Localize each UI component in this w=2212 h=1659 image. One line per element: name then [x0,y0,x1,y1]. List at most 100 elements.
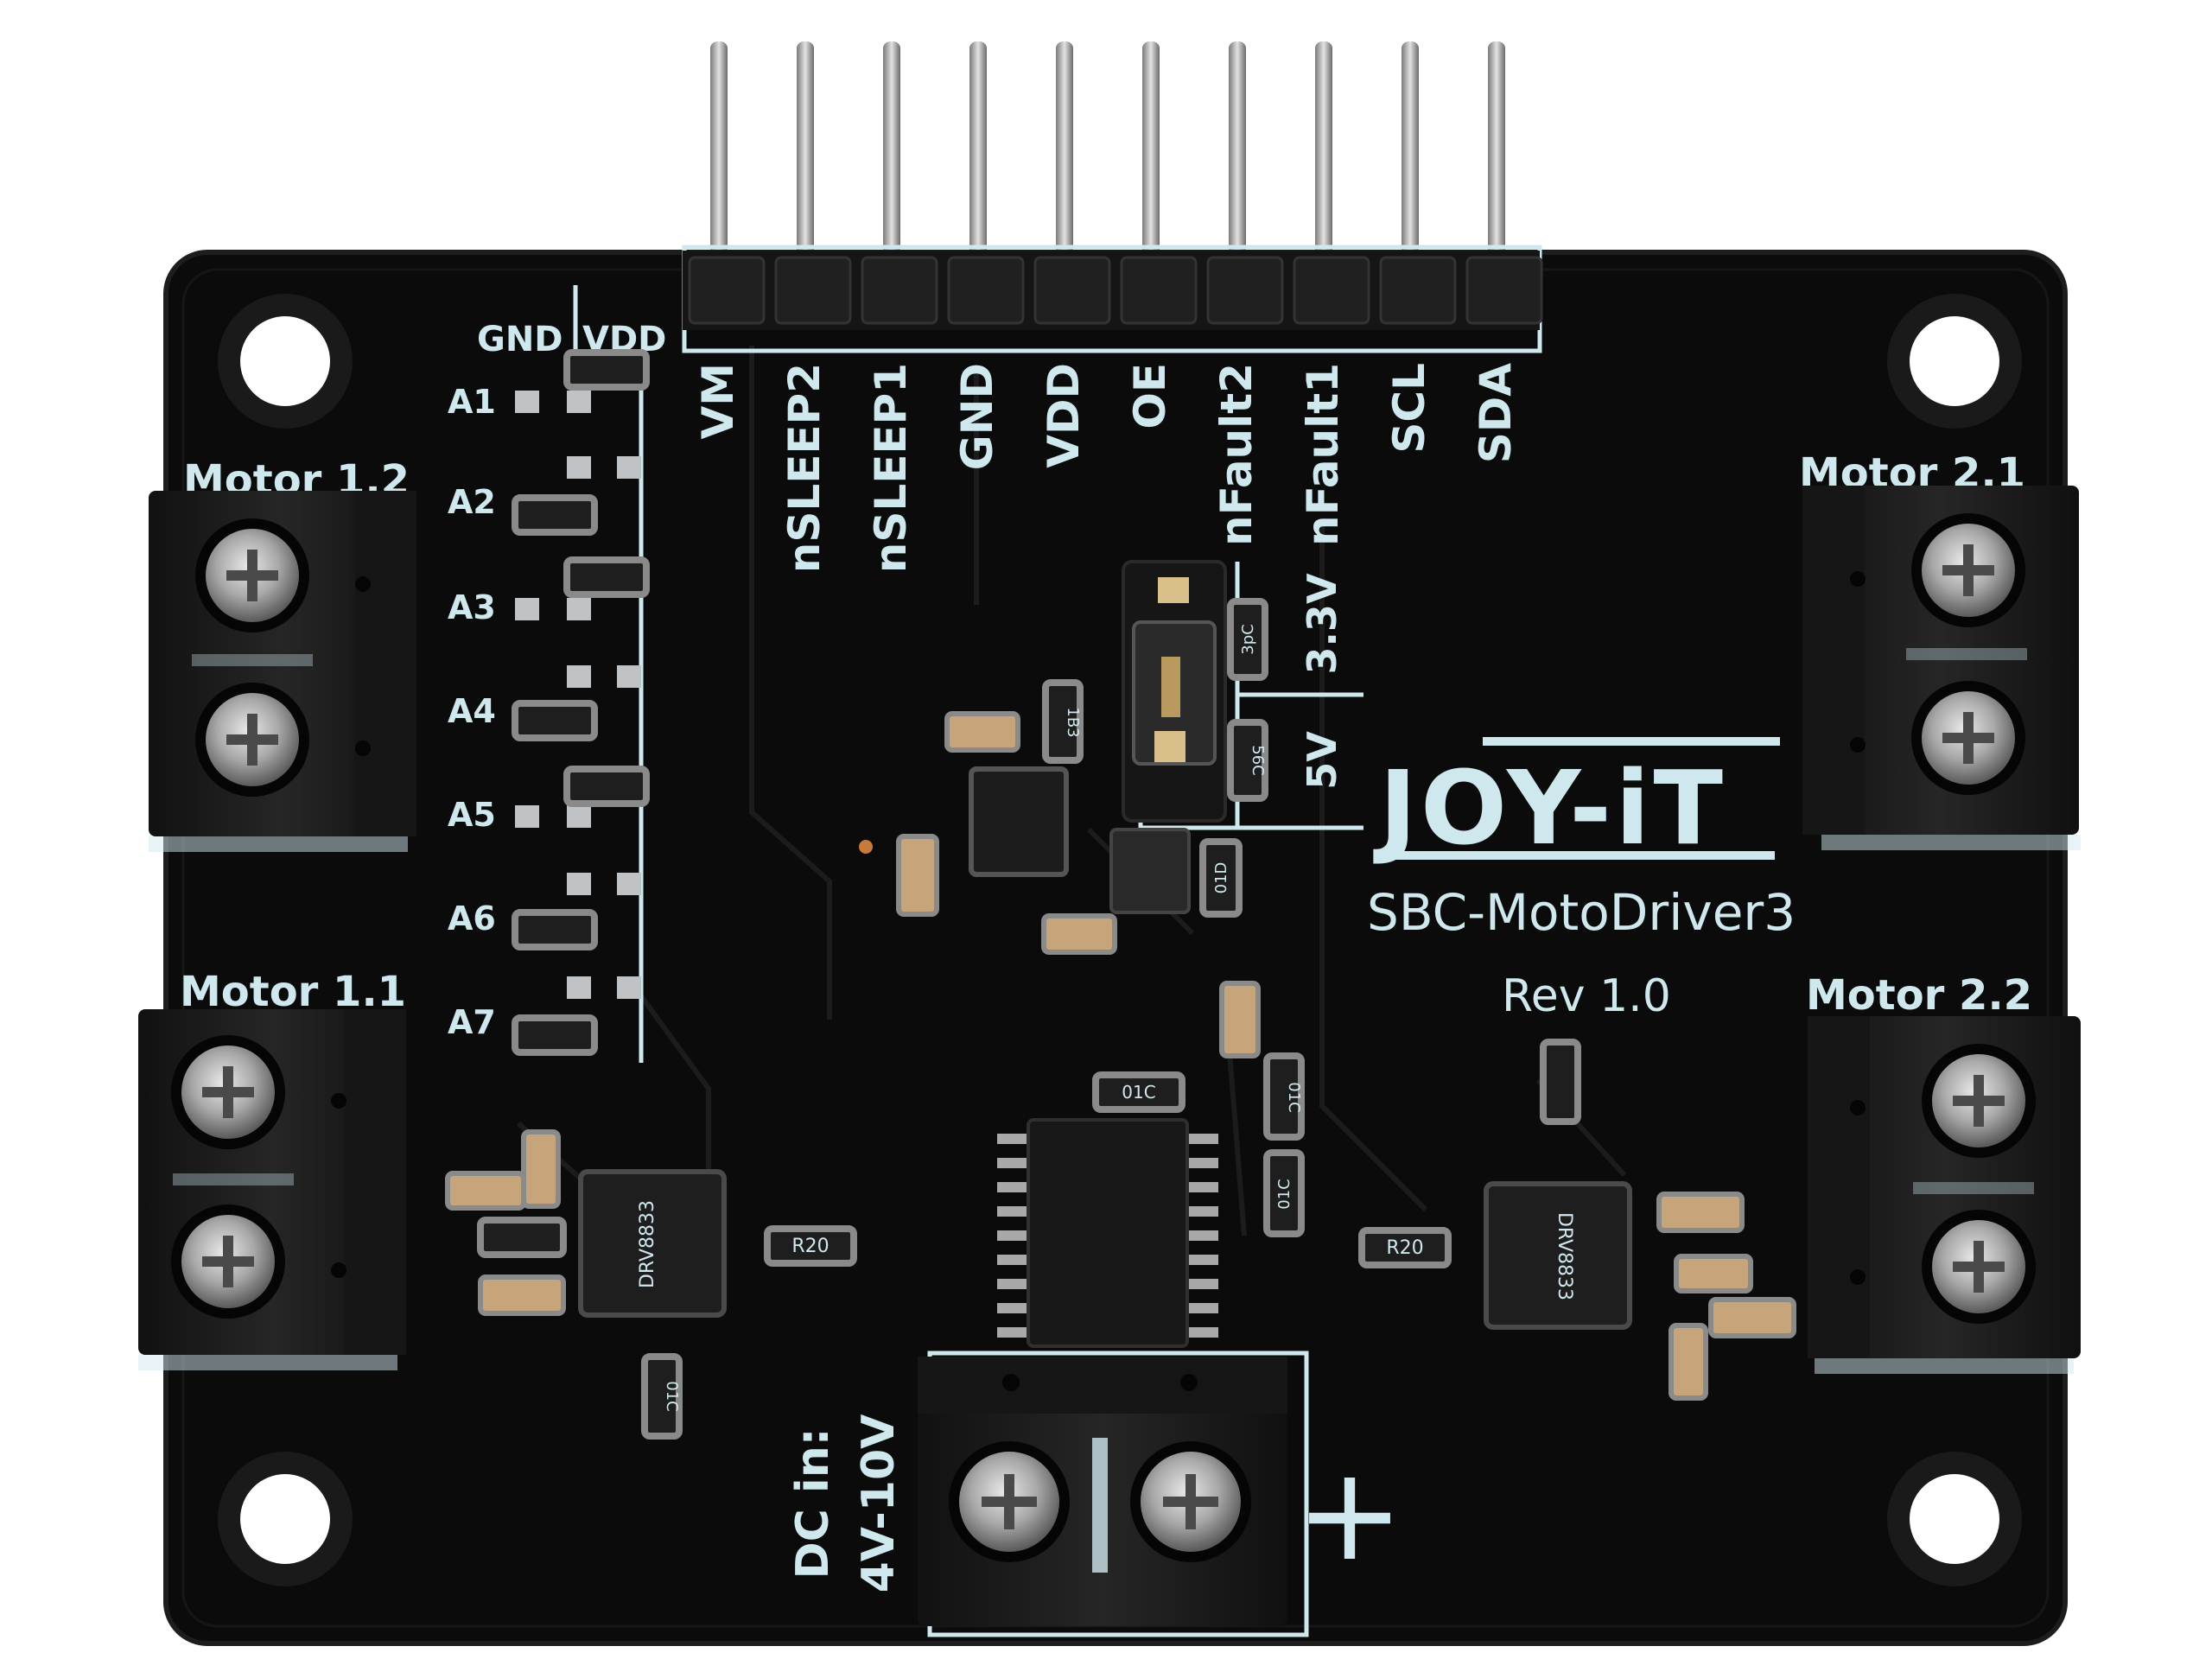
resistor-label-01c-b: 01C [1285,1082,1303,1112]
solder-pad [617,665,641,688]
address-jumpers: GND VDD A1 A2 A3 A4 A5 A6 A7 [448,285,666,1063]
pin-label-nsleep1: nSLEEP1 [866,363,916,573]
regulator-chip [1109,828,1191,914]
address-a2: A2 [448,483,496,521]
address-a3: A3 [448,588,496,626]
pin-socket [947,256,1025,325]
smd-capacitor [1219,981,1261,1058]
terminal-motor-1-2 [149,491,416,852]
smd-capacitor [478,1274,566,1316]
pin [1142,41,1160,275]
smd-resistor [563,766,650,807]
pin-label-vm: VM [693,363,743,439]
pin-label-scl: SCL [1384,363,1434,454]
smd-capacitor [1708,1297,1796,1338]
smd-capacitor [1656,1192,1745,1233]
resistor-label-56c: 56C [1249,745,1267,775]
pin-socket [1120,256,1198,325]
smd-resistor [1092,1071,1185,1113]
solder-pad [515,598,539,620]
power-label-line1: DC in: [787,1427,839,1579]
pin [1229,41,1246,275]
pin-label-gnd: GND [952,363,1002,470]
tssop-chip [1027,1118,1189,1348]
pwm-controller-chip: 01C 01C 01C [997,981,1305,1348]
smd-resistor [1227,598,1268,681]
motor-driver-right: R20 DRV8833 [1358,1039,1796,1401]
solder-pad [567,805,591,828]
resistor-label-01d: 01D [1212,862,1230,894]
pin [1488,41,1505,275]
board-revision: Rev 1.0 [1502,970,1671,1022]
solder-pad [567,391,591,413]
mounting-hole [240,316,330,406]
smd-resistor [563,349,650,391]
pin-socket [1293,256,1370,325]
mounting-holes [218,294,2022,1586]
motor-driver-left: DRV8833 R20 01C [445,1129,857,1440]
solder-pad [617,976,641,999]
address-a4: A4 [448,692,496,730]
power-label-line2: 4V-10V [853,1414,905,1593]
pin-socket [1379,256,1457,325]
smd-resistor [641,1353,683,1440]
address-a5: A5 [448,796,496,834]
smd-resistor [1263,1149,1305,1237]
regulator-area: 1B3 01D [859,679,1243,955]
solder-pad [515,805,539,828]
smd-resistor [1540,1039,1581,1125]
solder-pad [567,873,591,895]
smd-capacitor [1041,913,1117,955]
smd-resistor [1227,719,1268,802]
smd-capacitor [445,1171,526,1211]
pin [797,41,814,275]
pin-label-sda: SDA [1471,363,1521,464]
smd-capacitor [521,1129,561,1209]
pin-socket [1465,256,1543,325]
address-a1: A1 [448,383,496,421]
header-pins [710,41,1505,275]
address-a6: A6 [448,899,496,938]
smd-resistor [1042,679,1084,764]
driver-left-marking: DRV8833 [637,1200,658,1288]
brand-block: JOY-iT SBC-MotoDriver3 Rev 1.0 [1367,737,1796,1022]
voltage-select: 3.3V 5V 3pC 56C [1122,560,1363,830]
smd-resistor [1199,838,1243,918]
resistor-label-r20-right: R20 [1386,1237,1423,1259]
smd-resistor [477,1217,567,1258]
mounting-hole [240,1474,330,1564]
pin-socket [1206,256,1284,325]
pin-socket [1033,256,1111,325]
pin-header [682,245,1543,353]
motor-1-1-label: Motor 1.1 [180,968,406,1016]
solder-pad [567,665,591,688]
smd-capacitor [1674,1254,1753,1294]
resistor-label-01c-d: 01C [663,1381,681,1411]
pin [710,41,728,275]
mounting-hole [1910,316,1999,406]
smd-capacitor [944,711,1020,753]
power-input: DC in: 4V-10V + [787,1351,1404,1637]
smd-resistor [1263,1052,1305,1141]
smd-resistor [1358,1227,1452,1268]
qfn-chip [578,1169,727,1318]
address-a7: A7 [448,1003,496,1041]
header-pin-labels: VM nSLEEP2 nSLEEP1 GND VDD OE nFault2 nF… [693,363,1521,574]
resistor-label-3pc: 3pC [1239,624,1257,654]
polarity-plus-label: + [1295,1440,1404,1590]
smd-capacitor [1669,1323,1708,1401]
smd-resistor [512,700,598,741]
terminal-motor-2-2 [1808,1016,2081,1374]
driver-right-marking: DRV8833 [1554,1212,1575,1300]
address-resistors [512,349,650,1056]
pin [1056,41,1073,275]
smd-resistor [512,909,598,950]
solder-pad [617,456,641,479]
pin-label-nfault1: nFault1 [1298,363,1348,546]
smd-capacitor [896,834,939,917]
mounting-hole [1910,1474,1999,1564]
smd-resistor [512,494,598,536]
terminal-motor-1-1 [138,1009,406,1370]
pin [883,41,900,275]
